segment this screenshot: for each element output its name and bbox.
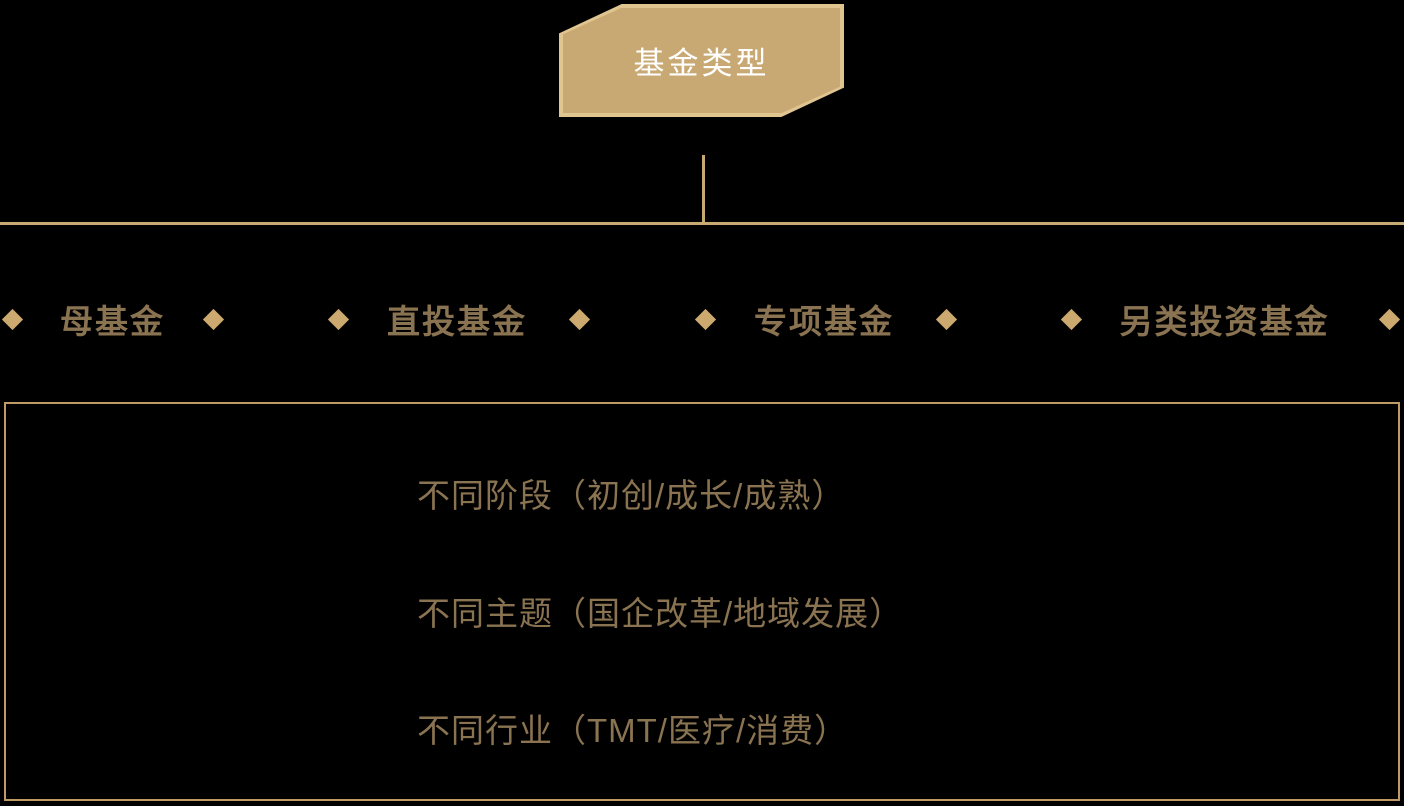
detail-list: 不同阶段（初创/成长/成熟） 不同主题（国企改革/地域发展） 不同行业（TMT/… — [417, 404, 1117, 803]
category-label: 专项基金 — [754, 305, 894, 341]
detail-item-stage: 不同阶段（初创/成长/成熟） — [417, 477, 846, 514]
connector-horizontal — [0, 222, 1404, 225]
category-item-direct-investment-fund[interactable]: 直投基金 — [348, 286, 566, 352]
diamond-bullet-icon — [935, 308, 958, 331]
category-item-mother-fund[interactable]: 母基金 — [20, 286, 205, 352]
detail-item-theme: 不同主题（国企改革/地域发展） — [417, 595, 904, 632]
category-row: 母基金 直投基金 专项基金 另类投资基金 — [0, 286, 1404, 352]
detail-box: 不同阶段（初创/成长/成熟） 不同主题（国企改革/地域发展） 不同行业（TMT/… — [4, 402, 1400, 801]
root-node-fill — [563, 8, 840, 113]
root-node-label: 基金类型 — [633, 46, 770, 81]
category-label: 母基金 — [60, 305, 165, 341]
diamond-bullet-icon — [327, 308, 350, 331]
diamond-bullet-icon — [1378, 308, 1401, 331]
root-node-fund-type[interactable]: 基金类型 — [559, 4, 844, 117]
detail-item-industry: 不同行业（TMT/医疗/消费） — [417, 712, 849, 749]
connector-vertical — [702, 155, 705, 225]
diamond-bullet-icon — [202, 308, 225, 331]
category-item-alternative-investment-fund[interactable]: 另类投资基金 — [1082, 286, 1367, 352]
diamond-bullet-icon — [568, 308, 591, 331]
diamond-bullet-icon — [694, 308, 717, 331]
category-label: 直投基金 — [387, 305, 527, 341]
diamond-bullet-icon — [1060, 308, 1083, 331]
category-label: 另类投资基金 — [1119, 305, 1330, 341]
category-item-special-fund[interactable]: 专项基金 — [715, 286, 933, 352]
